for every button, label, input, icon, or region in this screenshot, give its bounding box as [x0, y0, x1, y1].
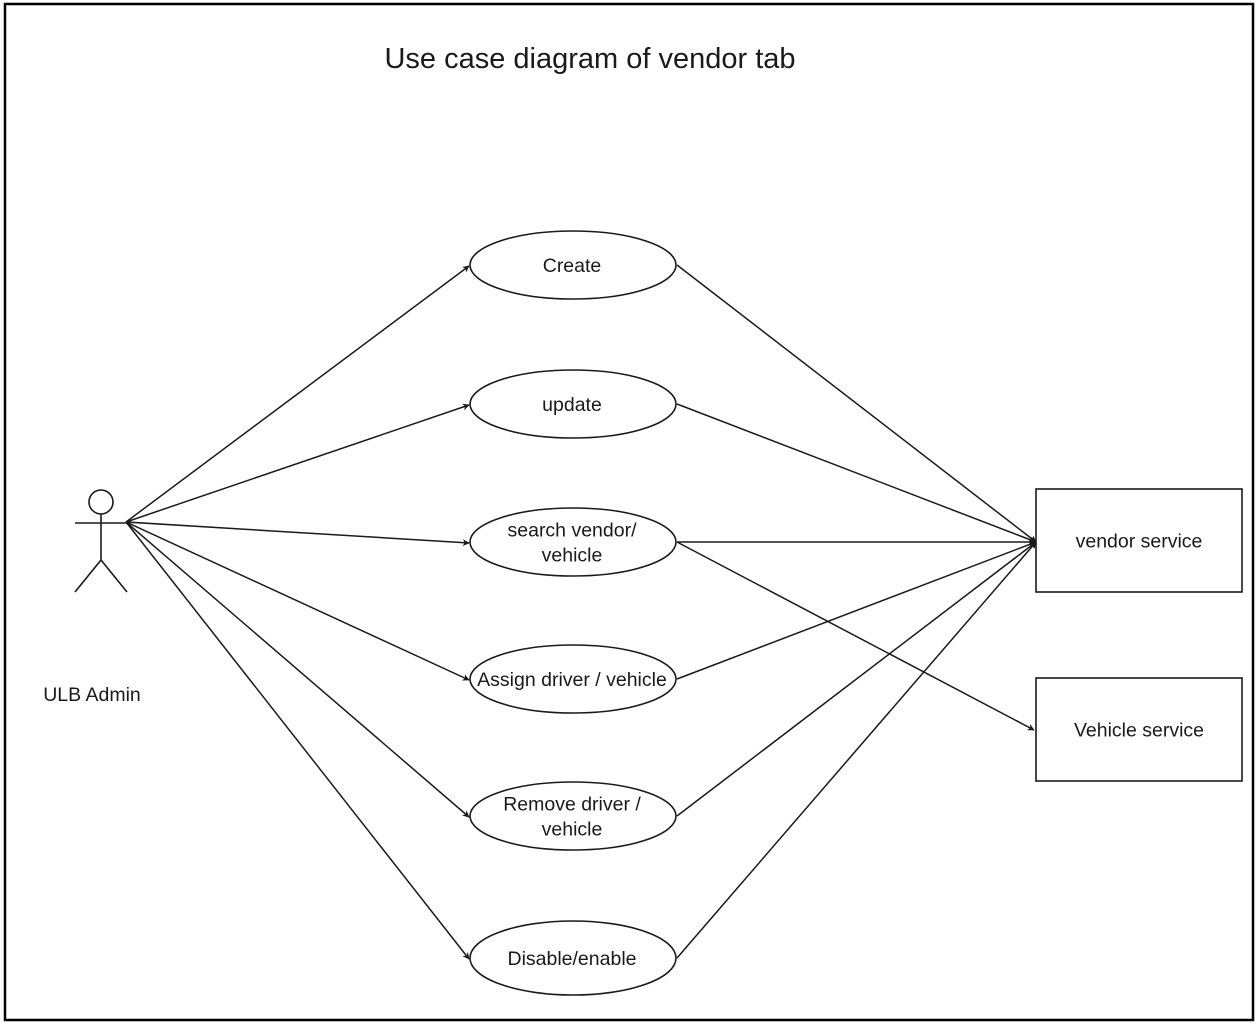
relation-actor-to-update [125, 403, 470, 523]
use-case-ellipse [469, 230, 677, 300]
relation-actor-to-search [125, 521, 470, 547]
use-case-search[interactable]: search vendor/vehicle [469, 507, 677, 577]
actor-ulb-admin[interactable]: ULB Admin [43, 489, 141, 706]
relation-actor-to-remove [125, 521, 470, 818]
stick-figure-actor-icon [74, 489, 128, 593]
use-case-ellipse [469, 369, 677, 439]
relations-layer [125, 264, 1037, 960]
system-box [1035, 488, 1243, 593]
use-case-create[interactable]: Create [469, 230, 677, 300]
diagram-title: Use case diagram of vendor tab [384, 43, 795, 75]
use-case-disable[interactable]: Disable/enable [469, 920, 677, 996]
use-case-ellipse [469, 507, 677, 577]
system-vehicle-service[interactable]: Vehicle service [1035, 677, 1243, 782]
system-box [1035, 677, 1243, 782]
relation-create-to-vendor-service [676, 264, 1037, 543]
use-case-label: update [542, 394, 602, 416]
relation-actor-to-disable [125, 521, 470, 960]
use-case-remove[interactable]: Remove driver / vehicle [469, 781, 677, 851]
use-case-label: Disable/enable [507, 948, 636, 970]
use-case-ellipse [469, 644, 677, 714]
relation-assign-to-vendor-service [676, 540, 1037, 680]
use-case-assign[interactable]: Assign driver / vehicle [469, 644, 677, 714]
system-vendor-service[interactable]: vendor service [1035, 488, 1243, 593]
actor-right-leg [100, 559, 128, 593]
system-label: Vehicle service [1074, 720, 1204, 742]
relation-actor-to-assign [125, 521, 470, 681]
use-case-label: Create [543, 255, 602, 277]
use-case-update[interactable]: update [469, 369, 677, 439]
relation-actor-to-create [125, 265, 470, 523]
actor-left-leg [74, 559, 102, 593]
use-case-ellipse [469, 920, 677, 996]
relation-disable-to-vendor-service [676, 541, 1037, 959]
relation-update-to-vendor-service [676, 403, 1037, 544]
relation-search-to-vehicle-service [676, 541, 1035, 731]
use-case-label: search vendor/ [508, 520, 638, 542]
actor-label: ULB Admin [43, 684, 141, 706]
use-case-label: Remove driver / [503, 794, 641, 816]
system-label: vendor service [1076, 531, 1203, 553]
use-case-label: vehicle [542, 819, 603, 841]
use-case-label: vehicle [542, 545, 603, 567]
use-case-ellipse [469, 781, 677, 851]
use-case-label: Assign driver / vehicle [477, 669, 667, 691]
relation-remove-to-vendor-service [676, 541, 1037, 817]
